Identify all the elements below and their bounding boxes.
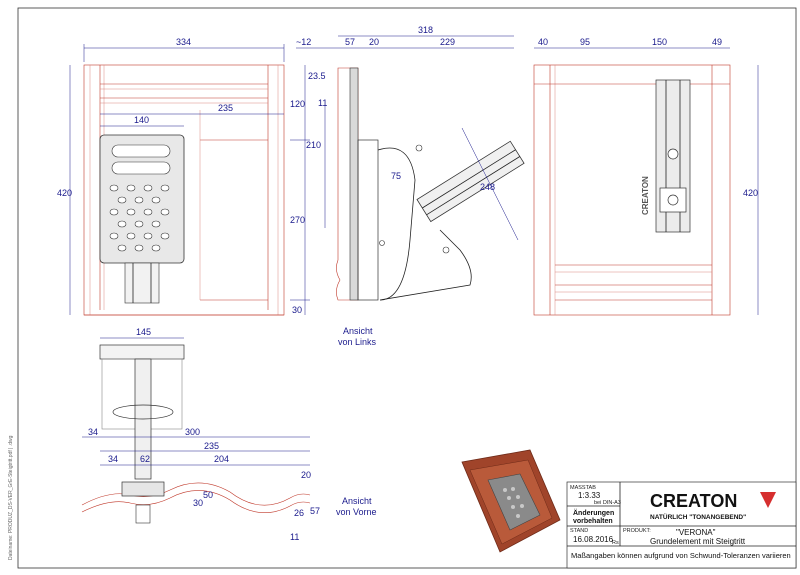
front-view — [83, 64, 285, 316]
dim-49: 49 — [712, 37, 722, 47]
step-plate-side — [416, 140, 525, 223]
stand-label: STAND — [570, 528, 588, 534]
sheet-border — [17, 7, 797, 569]
dim-57: 57 — [345, 37, 355, 47]
dim-bottom-204: 204 — [214, 454, 229, 464]
dim-120: 120 — [290, 99, 305, 109]
product-name: "VERONA" — [676, 528, 716, 537]
dim-30-right: 30 — [292, 305, 302, 315]
product-desc: Grundelement mit Steigtritt — [650, 537, 746, 546]
view-label-left-1: Ansicht — [343, 326, 373, 336]
dim-bottom-26: 26 — [294, 508, 304, 518]
scale-sub: bei DIN-A3 — [594, 500, 621, 506]
dim-229: 229 — [440, 37, 455, 47]
brand-logo: CREATON — [650, 491, 737, 511]
dim-11-side: 11 — [318, 98, 327, 108]
side-dimensions: ~12 57 20 229 318 23.5 11 210 75 248 Ans… — [296, 25, 519, 347]
dim-248: 248 — [480, 182, 495, 192]
changes-line2: vorbehalten — [573, 518, 613, 525]
back-dimensions: 40 95 150 49 420 — [534, 37, 759, 315]
dim-bottom-145: 145 — [136, 327, 151, 337]
scale-value: 1:3.33 — [578, 491, 601, 500]
side-filename: Dateiname: PRODUZ_DS-VER_GrE-Steigtritt.… — [8, 435, 14, 560]
title-block: MASSTAB 1:3.33 bei DIN-A3 Änderungen vor… — [566, 481, 797, 569]
front-dimensions: 334 420 140 235 120 270 30 — [57, 37, 310, 315]
side-view — [336, 67, 525, 301]
dim-bottom-34a: 34 — [88, 427, 98, 437]
dim-270: 270 — [290, 215, 305, 225]
dim-bottom-34b: 34 — [108, 454, 118, 464]
dim-23-5: 23.5 — [308, 71, 326, 81]
dim-bottom-300: 300 — [185, 427, 200, 437]
changes-line1: Änderungen — [573, 509, 614, 517]
view-label-left-2: von Links — [338, 337, 377, 347]
dim-bottom-20: 20 — [301, 470, 311, 480]
bottom-dimensions: 145 34 300 235 34 62 204 20 50 30 26 57 … — [82, 327, 377, 542]
dim-front-width: 334 — [176, 37, 191, 47]
bottom-view — [81, 344, 311, 524]
dim-bottom-11: 11 — [290, 532, 299, 542]
dim-235-top: 235 — [218, 103, 233, 113]
dim-bottom-57: 57 — [310, 506, 320, 516]
scale-label: MASSTAB — [570, 485, 596, 491]
dim-150: 150 — [652, 37, 667, 47]
dim-bottom-235: 235 — [204, 441, 219, 451]
product-label: PRODUKT: — [623, 528, 651, 534]
dim-approx-12: ~12 — [296, 37, 311, 47]
dim-front-height: 420 — [57, 188, 72, 198]
dim-318: 318 — [418, 25, 433, 35]
dim-20-top: 20 — [369, 37, 379, 47]
footer-note: Maßangaben können aufgrund von Schwund-T… — [571, 551, 791, 560]
dim-95: 95 — [580, 37, 590, 47]
dim-210: 210 — [306, 140, 321, 150]
brand-slogan: NATÜRLICH "TONANGEBEND" — [650, 512, 746, 521]
dim-bottom-30: 30 — [193, 498, 203, 508]
stand-value: 16.08.2016 — [573, 535, 614, 544]
dim-75: 75 — [391, 171, 401, 181]
tile-brand-imprint: CREATON — [641, 176, 650, 215]
stand-suffix: Rs — [612, 540, 619, 546]
product-illustration — [461, 449, 561, 553]
view-label-front-2: von Vorne — [336, 507, 377, 517]
dim-bottom-50: 50 — [203, 490, 213, 500]
view-label-front-1: Ansicht — [342, 496, 372, 506]
back-view: CREATON — [533, 64, 731, 316]
dim-back-height: 420 — [743, 188, 758, 198]
brand-mark-icon — [760, 492, 776, 508]
dim-bottom-62: 62 — [140, 454, 150, 464]
dim-40: 40 — [538, 37, 548, 47]
dim-plate-width: 140 — [134, 115, 149, 125]
